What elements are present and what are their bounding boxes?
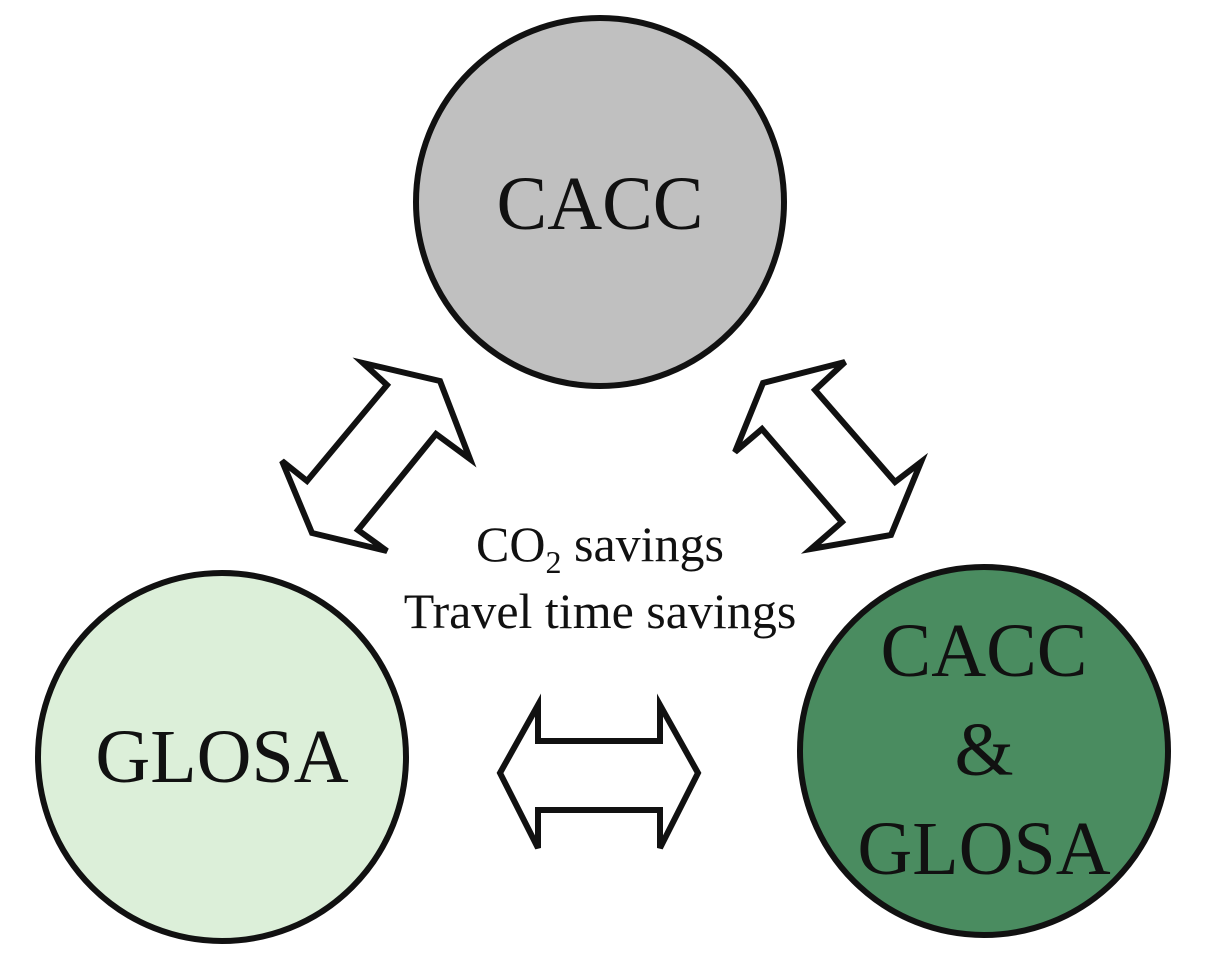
combined-circle xyxy=(797,564,1171,938)
glosa-combined-double-arrow xyxy=(496,693,702,850)
glosa-circle xyxy=(35,570,409,944)
combined-label-line2: & xyxy=(954,708,1013,792)
cacc-circle xyxy=(413,15,787,389)
cacc-node: CACC xyxy=(413,15,787,389)
glosa-label: GLOSA xyxy=(95,715,348,799)
co2-subscript: 2 xyxy=(545,544,561,580)
co2-savings-label: CO2 savings xyxy=(476,516,724,580)
cacc-label: CACC xyxy=(497,162,704,246)
co2-suffix: savings xyxy=(561,516,724,572)
glosa-node: GLOSA xyxy=(35,570,409,944)
travel-time-savings-label: Travel time savings xyxy=(404,583,797,639)
co2-prefix: CO xyxy=(476,516,545,572)
cacc-combined-double-arrow xyxy=(732,359,929,554)
cacc-glosa-double-arrow xyxy=(279,357,477,554)
combined-label-line1: CACC xyxy=(881,609,1088,693)
combined-node: CACC & GLOSA xyxy=(797,564,1171,938)
combined-label-line3: GLOSA xyxy=(857,807,1110,891)
